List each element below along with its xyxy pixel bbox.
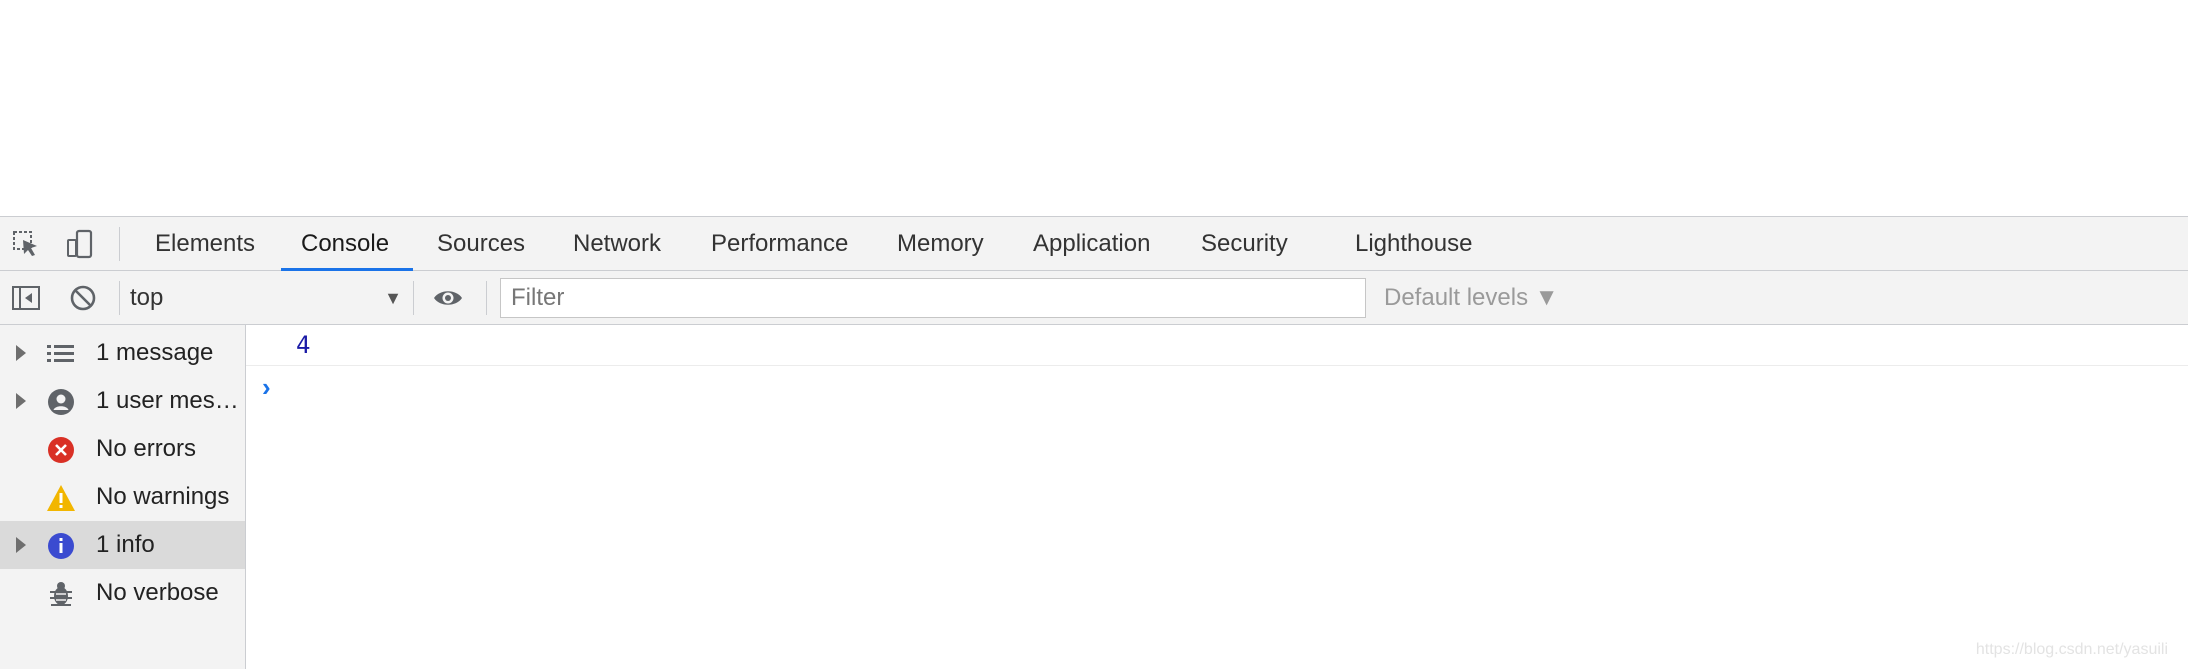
sidebar-item-messages[interactable]: 1 message: [0, 329, 245, 377]
console-message-value: 4: [296, 331, 311, 359]
expand-arrow-icon[interactable]: [16, 345, 26, 361]
tab-memory[interactable]: Memory: [897, 230, 984, 257]
tab-console[interactable]: Console: [301, 230, 390, 257]
toolbar-divider: [486, 281, 487, 315]
bug-icon: [46, 579, 76, 609]
tab-lighthouse[interactable]: Lighthouse: [1355, 230, 1473, 257]
sidebar-item-user-messages[interactable]: 1 user mes…: [0, 377, 245, 425]
toolbar-divider: [413, 281, 414, 315]
expand-arrow-icon[interactable]: [16, 393, 26, 409]
sidebar-item-verbose[interactable]: No verbose: [0, 569, 245, 617]
console-sidebar: 1 message 1 user mes… No erro: [0, 325, 246, 669]
list-icon: [46, 339, 76, 369]
warning-icon: [46, 483, 76, 513]
sidebar-item-label: 1 info: [96, 531, 155, 558]
console-output[interactable]: 4 › https://blog.csdn.net/yasuili: [246, 325, 2188, 669]
tab-application[interactable]: Application: [1033, 230, 1151, 257]
console-message: 4: [246, 325, 2188, 366]
context-selector-value: top: [130, 284, 164, 311]
console-prompt[interactable]: ›: [262, 372, 271, 402]
active-tab-indicator: [281, 268, 413, 271]
sidebar-item-info[interactable]: 1 info: [0, 521, 245, 569]
sidebar-item-warnings[interactable]: No warnings: [0, 473, 245, 521]
console-toolbar: top ▼ Default levels ▼: [0, 271, 2188, 325]
show-sidebar-icon[interactable]: [10, 282, 42, 314]
inspect-element-icon[interactable]: [10, 228, 42, 260]
device-toolbar-icon[interactable]: [64, 228, 96, 260]
sidebar-item-label: 1 message: [96, 339, 214, 366]
info-icon: [46, 531, 76, 561]
expand-arrow-icon[interactable]: [16, 537, 26, 553]
tab-security[interactable]: Security: [1201, 230, 1288, 257]
user-icon: [46, 387, 76, 417]
chevron-down-icon: ▼: [384, 288, 402, 308]
devtools-tabbar: Elements Console Sources Network Perform…: [0, 217, 2188, 271]
devtools-panel: Elements Console Sources Network Perform…: [0, 216, 2188, 669]
inspected-page-area: [0, 0, 2188, 216]
tab-elements[interactable]: Elements: [155, 230, 256, 257]
sidebar-item-label: No verbose: [96, 579, 219, 606]
sidebar-item-label: No errors: [96, 435, 197, 462]
error-icon: [46, 435, 76, 465]
log-levels-dropdown[interactable]: Default levels ▼: [1384, 284, 1559, 311]
eye-icon[interactable]: [432, 282, 464, 314]
tab-sources[interactable]: Sources: [437, 230, 526, 257]
tab-performance[interactable]: Performance: [711, 230, 849, 257]
sidebar-item-errors[interactable]: No errors: [0, 425, 245, 473]
sidebar-item-label: 1 user mes…: [96, 387, 239, 414]
toolbar-divider: [119, 227, 120, 261]
sidebar-item-label: No warnings: [96, 483, 230, 510]
clear-console-icon[interactable]: [67, 282, 99, 314]
tab-network[interactable]: Network: [573, 230, 662, 257]
watermark-text: https://blog.csdn.net/yasuili: [1975, 641, 2168, 658]
context-selector[interactable]: top ▼: [130, 279, 402, 317]
filter-input[interactable]: [500, 278, 1366, 318]
toolbar-divider: [119, 281, 120, 315]
